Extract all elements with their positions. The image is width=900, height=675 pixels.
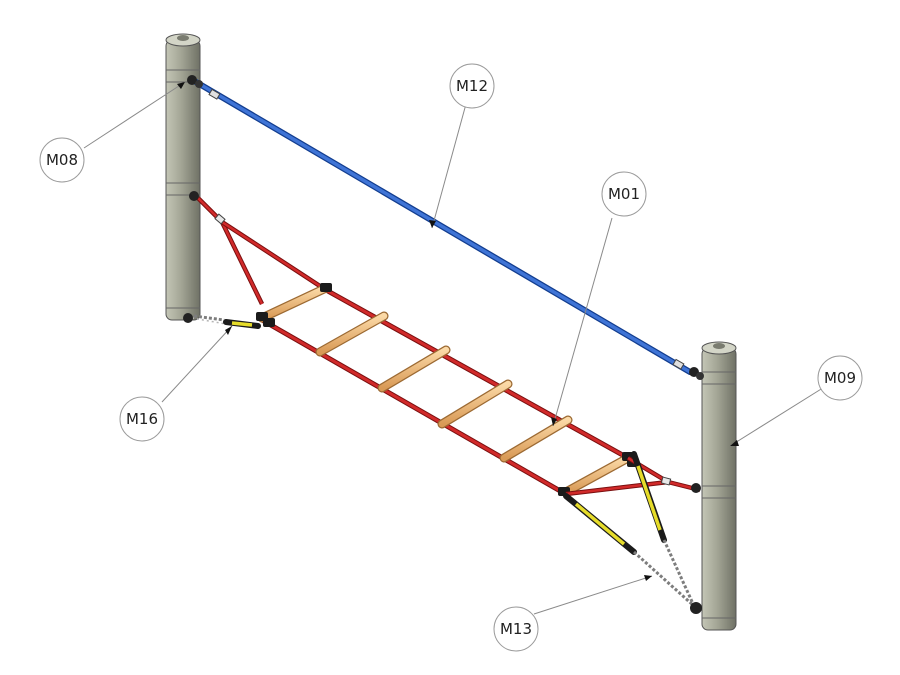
callout-m08-label: M08 xyxy=(46,151,78,169)
callout-m09-label: M09 xyxy=(824,369,856,387)
callout-m12-label: M12 xyxy=(456,77,488,95)
leader-arrowheads xyxy=(177,82,739,581)
callout-m16-label: M16 xyxy=(126,410,158,428)
left-end-triangle xyxy=(189,191,328,305)
leader-m09 xyxy=(729,385,827,447)
callout-m16: M16 xyxy=(119,396,165,442)
callout-m01-label: M01 xyxy=(608,185,640,203)
leader-m01 xyxy=(552,217,613,427)
top-handrail-rope xyxy=(193,79,693,375)
callout-m12: M12 xyxy=(449,63,495,109)
rung-clamps xyxy=(256,283,639,496)
rung-4 xyxy=(437,379,513,429)
rung-6 xyxy=(561,453,633,497)
callout-m13-label: M13 xyxy=(500,620,532,638)
leader-lines xyxy=(83,81,827,615)
leader-m12 xyxy=(431,103,467,229)
ladder-rungs xyxy=(257,283,633,497)
ladder-side-ropes xyxy=(260,287,630,495)
left-bottom-anchor xyxy=(183,313,261,329)
left-post xyxy=(165,33,201,321)
rung-2 xyxy=(315,311,389,357)
callout-m08: M08 xyxy=(39,137,85,183)
callout-m13: M13 xyxy=(493,606,539,652)
rung-1 xyxy=(257,283,331,323)
leader-m08 xyxy=(83,81,186,149)
right-bottom-anchor xyxy=(563,451,702,614)
rung-5 xyxy=(499,415,573,463)
left-top-fitting xyxy=(187,75,203,88)
right-post xyxy=(701,341,737,631)
callout-m09: M09 xyxy=(817,355,863,401)
leader-m16 xyxy=(161,325,233,403)
rung-3 xyxy=(377,345,451,393)
callout-m01: M01 xyxy=(601,171,647,217)
right-top-fitting xyxy=(689,367,704,380)
leader-m13 xyxy=(533,575,653,615)
